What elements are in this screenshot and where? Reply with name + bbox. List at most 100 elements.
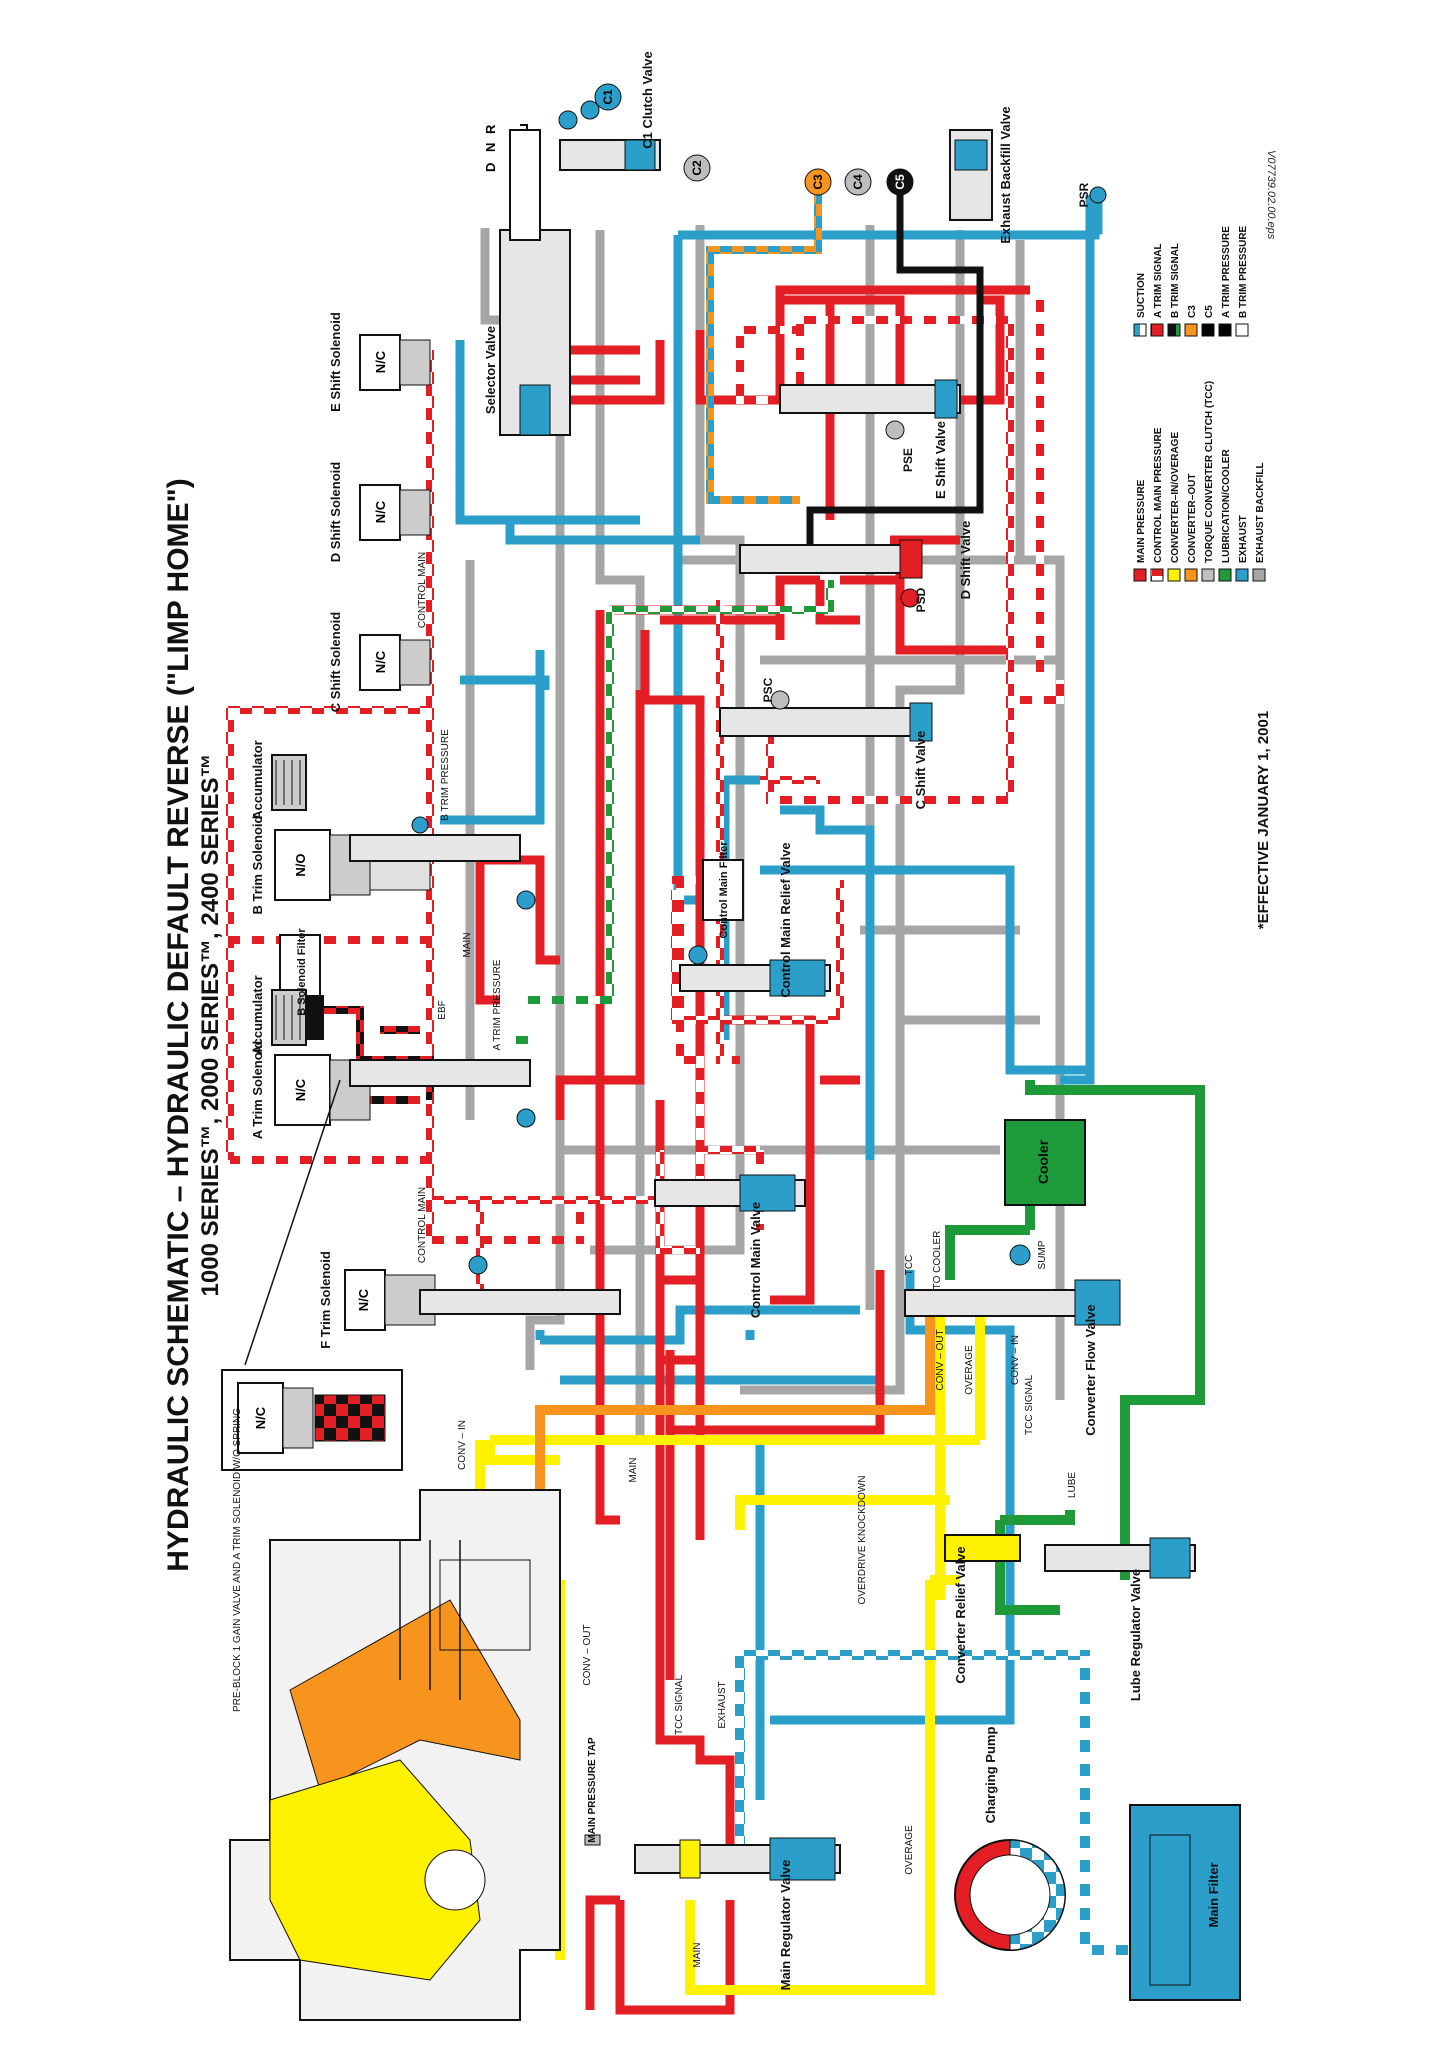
b-trim-valve: [349, 816, 536, 910]
line-main: [475, 285, 1030, 2015]
exhaust-backfill-valve: [949, 129, 993, 221]
label-overdrive-knockdown: OVERDRIVE KNOCKDOWN: [857, 1476, 868, 1605]
solenoid-state: N/C: [356, 1288, 371, 1311]
label-overage: OVERAGE: [964, 1345, 975, 1395]
line-control-main: [226, 300, 1064, 1300]
legend-swatch: [1167, 568, 1181, 582]
c1-clutch-valve: [558, 100, 661, 171]
legend-label: C3: [1187, 305, 1198, 318]
label-a-trim-pressure: A TRIM PRESSURE: [492, 959, 503, 1050]
legend-label: SUCTION: [1136, 273, 1147, 318]
label-accumulator-b: Accumulator: [250, 740, 265, 819]
legend-label: EXHAUST: [1238, 515, 1249, 563]
label-overage: OVERAGE: [904, 1825, 915, 1875]
label-tcc: TCC: [904, 1255, 915, 1276]
legend-swatch: [1167, 323, 1181, 337]
label-pre-block: PRE-BLOCK 1 GAIN VALVE AND A TRIM SOLENO…: [232, 1408, 243, 1712]
label-d-shift-solenoid: D Shift Solenoid: [328, 462, 343, 562]
clutch-label: C4: [851, 174, 865, 190]
range-r: R: [483, 124, 498, 134]
component-labels: C1 Clutch Valve Exhaust Backfill Valve P…: [232, 51, 1221, 1990]
accumulator-a: [271, 989, 324, 1046]
label-main-pressure-tap: MAIN PRESSURE TAP: [587, 1737, 598, 1843]
legend-swatch: [1150, 323, 1164, 337]
converter-flow-valve: [904, 1244, 1121, 1326]
line-labels: CONTROL MAIN CONTROL MAIN B TRIM PRESSUR…: [417, 552, 1078, 1968]
label-to-cooler: TO COOLER: [932, 1231, 943, 1290]
transmission-cutaway: [229, 1489, 561, 2021]
legend-label: B TRIM SIGNAL: [1170, 243, 1181, 318]
control-main-valve: [654, 1174, 806, 1212]
legend-swatch: [1184, 323, 1198, 337]
legend-swatch: [1235, 323, 1249, 337]
label-d-shift-valve: D Shift Valve: [958, 521, 973, 600]
converter-relief-valve: [944, 1534, 1021, 1562]
line-c3: [706, 195, 822, 504]
label-lube: LUBE: [1067, 1472, 1078, 1498]
label-psr: PSR: [1077, 182, 1091, 207]
clutch-c5: C5: [886, 168, 914, 196]
legend-swatch: [1133, 568, 1147, 582]
control-main-filter: [702, 859, 744, 921]
line-suction: [735, 1650, 1140, 1955]
subtitle-block: 1000 SERIES™, 2000 SERIES™, 2400 SERIES™: [197, 754, 224, 1297]
main-pressure-tap: [584, 1834, 601, 1846]
solenoid-d-shift: N/C: [359, 484, 431, 541]
label-main-regulator-valve: Main Regulator Valve: [778, 1860, 793, 1991]
main-filter: [1129, 1804, 1241, 2001]
range-d: D: [483, 163, 498, 172]
legend-swatch: [1150, 568, 1164, 582]
clutch-label: C3: [811, 174, 825, 190]
legend-label: B TRIM PRESSURE: [1238, 225, 1249, 318]
page-title: HYDRAULIC SCHEMATIC – HYDRAULIC DEFAULT …: [162, 478, 195, 1571]
a-trim-valve: [349, 1059, 536, 1128]
label-control-main: CONTROL MAIN: [417, 1187, 428, 1263]
label-converter-relief-valve: Converter Relief Valve: [953, 1546, 968, 1683]
label-control-main-filter: Control Main Filter: [718, 841, 730, 939]
legend-label: CONVERTER–OUT: [1187, 474, 1198, 563]
solenoid-e-shift: N/C: [359, 334, 431, 391]
range-letters: D N R: [483, 124, 498, 172]
clutch-label: C1: [601, 89, 615, 105]
page-subtitle: 1000 SERIES™, 2000 SERIES™, 2400 SERIES™: [197, 754, 224, 1297]
legend-label: MAIN PRESSURE: [1136, 479, 1147, 563]
cooler: [1004, 1119, 1086, 1206]
label-accumulator-a: Accumulator: [250, 975, 265, 1054]
label-b-trim-solenoid: B Trim Solenoid: [250, 815, 265, 914]
label-charging-pump: Charging Pump: [983, 1727, 998, 1824]
lube-regulator-valve: [1044, 1537, 1196, 1579]
label-tcc-signal: TCC SIGNAL: [674, 1675, 685, 1735]
pre-block-inset: N/C: [221, 1079, 403, 1471]
label-sump: SUMP: [1037, 1240, 1048, 1269]
range-n: N: [483, 143, 498, 152]
hydraulic-lines: [226, 195, 1205, 2015]
label-a-trim-solenoid: A Trim Solenoid: [250, 1041, 265, 1140]
legend-swatch: [1201, 323, 1215, 337]
legend-swatch: [1184, 568, 1198, 582]
label-main-filter: Main Filter: [1206, 1862, 1221, 1927]
label-control-main-relief-valve: Control Main Relief Valve: [778, 842, 793, 997]
label-c1-clutch-valve: C1 Clutch Valve: [640, 51, 655, 149]
label-exhaust-backfill-valve: Exhaust Backfill Valve: [998, 106, 1013, 243]
label-converter-flow-valve: Converter Flow Valve: [1083, 1304, 1098, 1436]
psr-port: [1089, 186, 1107, 204]
solenoid-state: N/O: [293, 853, 308, 876]
solenoid-state: N/C: [373, 500, 388, 523]
label-main: MAIN: [628, 1458, 639, 1483]
charging-pump: [954, 1839, 1066, 1951]
legend-label: A TRIM SIGNAL: [1153, 243, 1164, 318]
label-conv-out: CONV – OUT: [935, 1329, 946, 1390]
label-control-main: CONTROL MAIN: [417, 552, 428, 628]
d-shift-valve: [739, 539, 923, 608]
label-tcc-signal: TCC SIGNAL: [1024, 1375, 1035, 1435]
clutch-c2: C2: [683, 154, 711, 182]
label-cooler: Cooler: [1035, 1139, 1051, 1184]
selector-valve: [499, 124, 571, 436]
label-pse: PSE: [901, 448, 915, 472]
legend-label: C5: [1204, 305, 1215, 318]
solenoid-state: N/C: [373, 650, 388, 673]
label-conv-out: CONV – OUT: [582, 1624, 593, 1685]
main-regulator-valve: [634, 1837, 841, 1881]
clutch-label: C5: [893, 174, 907, 190]
solenoid-c-shift: N/C: [359, 634, 431, 691]
